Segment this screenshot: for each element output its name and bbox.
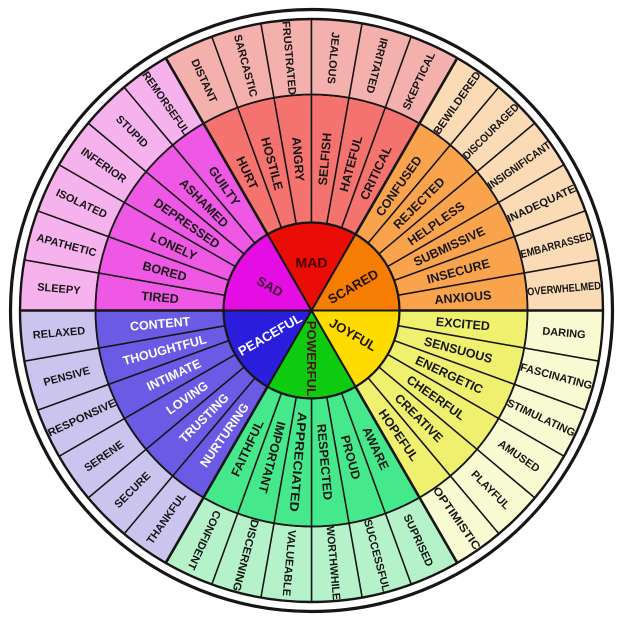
- sector-divider: [354, 57, 459, 235]
- wheel-label: RESPECTED: [314, 423, 335, 500]
- ring-boundary: [94, 93, 529, 528]
- wheel-label: SELFISH: [316, 132, 335, 186]
- wheel-label: ANGRY: [289, 136, 307, 182]
- wheel-label: EXCITED: [435, 315, 490, 334]
- wheel-label: ANXIOUS: [434, 288, 492, 307]
- ring-boundary: [18, 17, 605, 604]
- sector-divider: [164, 386, 269, 564]
- wheel-label: RELAXED: [32, 325, 85, 342]
- wheel-label: MAD: [296, 254, 328, 270]
- sector-divider: [354, 386, 459, 564]
- wheel-label: CONTENT: [129, 314, 191, 333]
- wheel-label: TIRED: [141, 289, 180, 306]
- sector-divider: [164, 57, 269, 235]
- wheel-label: VALUEABLE: [280, 529, 298, 596]
- ring-boundary: [222, 221, 401, 400]
- wheel-label: DARING: [542, 326, 586, 342]
- wheel-label: POWERFUL: [304, 321, 319, 396]
- wheel-label: JEALOUS: [325, 31, 341, 84]
- wheel-label: SLEEPY: [37, 281, 82, 297]
